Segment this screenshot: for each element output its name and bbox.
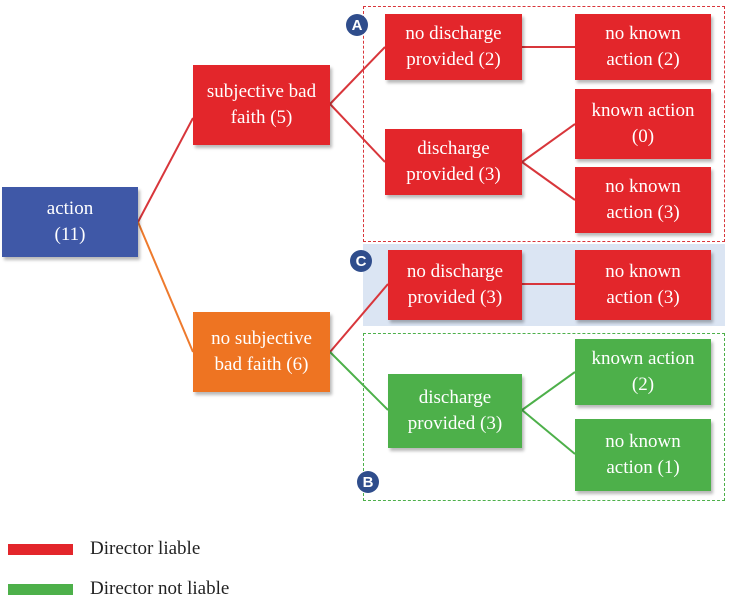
node-no-subjective-bad-faith: no subjective bad faith (6) <box>193 312 330 392</box>
badge-a: A <box>346 14 368 36</box>
badge-c: C <box>350 250 372 272</box>
edge-nsbf-bdis <box>329 351 389 411</box>
node-subjective-bad-faith-label: subjective bad faith (5) <box>206 81 317 128</box>
badge-b: B <box>357 471 379 493</box>
edge-adis-known <box>521 123 576 163</box>
legend-label-liable: Director liable <box>90 538 201 559</box>
node-c-no-known-action-label: no known action (3) <box>605 261 681 308</box>
node-a-no-known-action: no known action (2) <box>575 14 711 80</box>
group-a-box <box>363 6 725 242</box>
node-b-no-known-action: no known action (1) <box>575 419 711 491</box>
node-c-no-discharge: no discharge provided (3) <box>388 250 522 320</box>
node-b-discharge: discharge provided (3) <box>388 374 522 448</box>
node-a-discharge-no-known-action: no known action (3) <box>575 167 711 233</box>
node-b-known-action: known action (2) <box>575 339 711 405</box>
legend-item-liable: Director liable <box>8 538 200 560</box>
group-b-box <box>363 333 725 501</box>
node-a-no-discharge: no discharge provided (2) <box>385 14 522 80</box>
edge-sbf-anodis <box>329 46 386 105</box>
node-a-discharge-label: discharge provided (3) <box>406 138 501 185</box>
node-subjective-bad-faith: subjective bad faith (5) <box>193 65 330 145</box>
node-b-no-known-action-label: no known action (1) <box>605 431 681 478</box>
node-action: action (11) <box>2 187 138 257</box>
edge-adis-noknown <box>521 161 576 201</box>
legend-swatch-liable <box>8 543 73 555</box>
edge-bdis-noknown <box>521 409 576 455</box>
legend-item-not-liable: Director not liable <box>8 578 229 600</box>
node-c-no-discharge-label: no discharge provided (3) <box>406 261 504 308</box>
node-b-known-action-label: known action (2) <box>591 348 695 395</box>
edge-root-sbf <box>137 117 194 223</box>
node-c-no-known-action: no known action (3) <box>575 250 711 320</box>
legend-swatch-not-liable <box>8 583 73 595</box>
node-action-label: action (11) <box>46 198 94 245</box>
node-a-known-action-label: known action (0) <box>591 100 695 147</box>
node-b-discharge-label: discharge provided (3) <box>407 387 503 434</box>
edge-nsbf-cnodis <box>329 283 389 353</box>
node-a-discharge-no-known-action-label: no known action (3) <box>605 176 681 223</box>
edge-bdis-known <box>521 371 576 411</box>
edge-sbf-adis <box>329 103 386 163</box>
node-a-known-action: known action (0) <box>575 89 711 159</box>
edge-root-nsbf <box>137 221 194 353</box>
node-a-no-known-action-label: no known action (2) <box>605 23 681 70</box>
node-no-subjective-bad-faith-label: no subjective bad faith (6) <box>211 328 312 375</box>
node-a-no-discharge-label: no discharge provided (2) <box>405 23 502 70</box>
node-a-discharge: discharge provided (3) <box>385 129 522 195</box>
legend-label-not-liable: Director not liable <box>90 578 230 599</box>
